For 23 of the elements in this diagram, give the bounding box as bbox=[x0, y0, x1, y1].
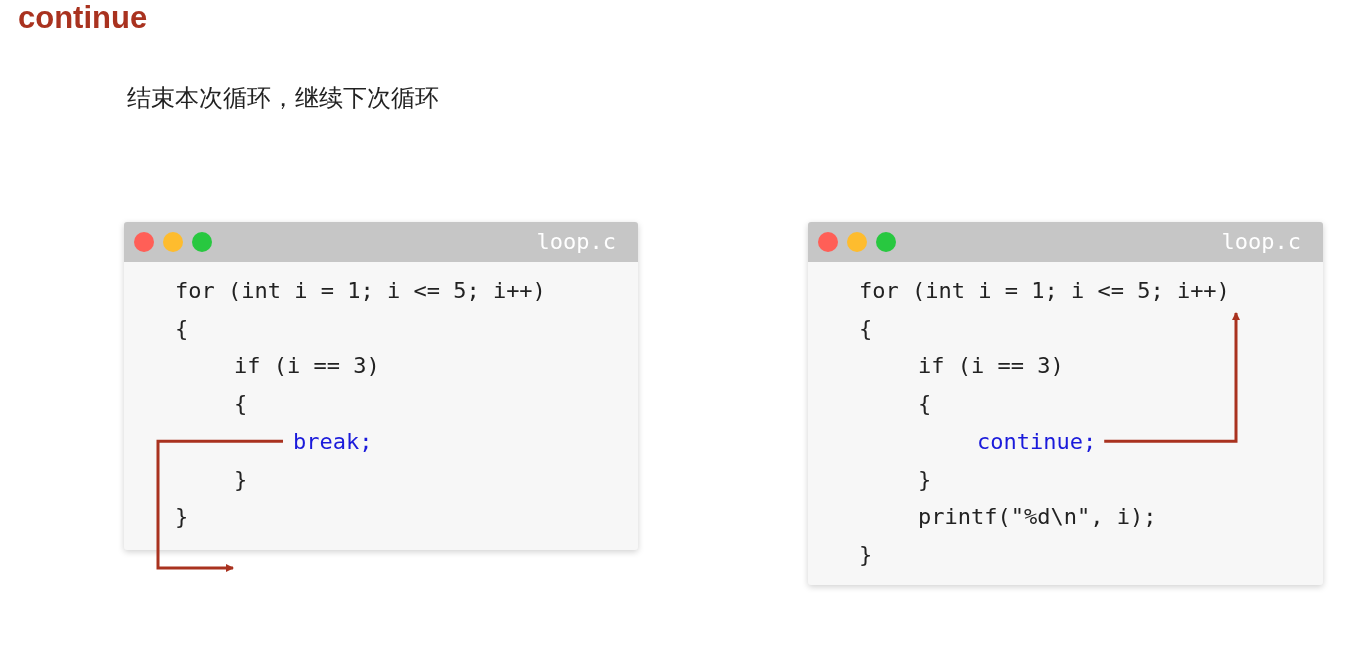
code-line: for (int i = 1; i <= 5; i++) bbox=[175, 272, 546, 309]
code-line: } bbox=[175, 498, 189, 536]
code-line: } bbox=[859, 535, 873, 573]
code-line: if (i == 3) bbox=[918, 347, 1064, 385]
code-line: { bbox=[859, 309, 873, 347]
code-line: if (i == 3) bbox=[234, 347, 380, 385]
code-window bbox=[808, 222, 1323, 585]
arrow bbox=[156, 439, 283, 572]
code-line: } bbox=[234, 460, 248, 498]
file-name: loop.c bbox=[536, 229, 616, 254]
code-line: printf("%d\n", i); bbox=[918, 498, 1157, 536]
code-line: for (int i = 1; i <= 5; i++) bbox=[859, 272, 1230, 309]
file-name: loop.c bbox=[1221, 229, 1301, 254]
arrow bbox=[1104, 312, 1240, 443]
code-window bbox=[124, 222, 638, 550]
code-line: } bbox=[918, 460, 932, 498]
code-line: { bbox=[175, 309, 189, 347]
code-line: continue; bbox=[977, 422, 1097, 460]
title: continue bbox=[18, 0, 148, 36]
code-line: { bbox=[234, 385, 248, 423]
subtitle: 结束本次循环，继续下次循环 bbox=[127, 83, 439, 113]
code-line: { bbox=[918, 385, 932, 423]
code-line: break; bbox=[293, 422, 373, 460]
